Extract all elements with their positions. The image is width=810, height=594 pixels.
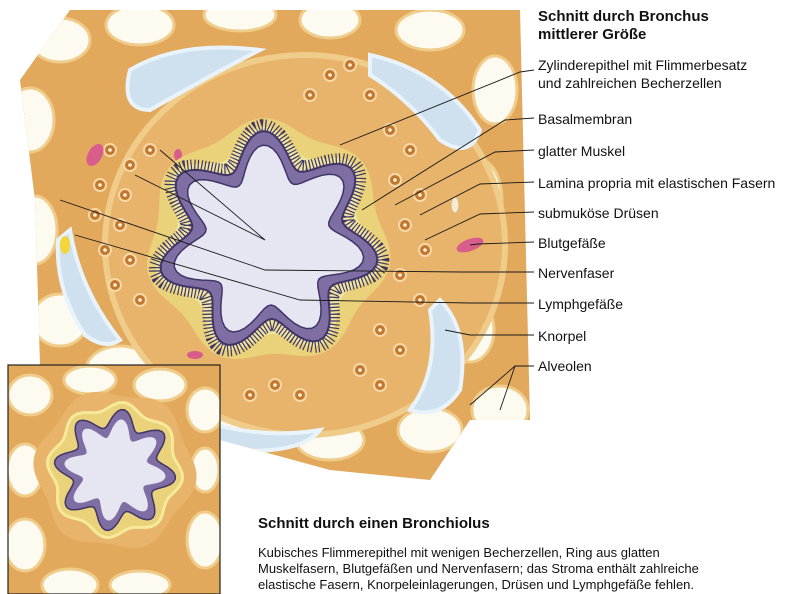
gland-lumen (113, 283, 117, 287)
gland-lumen (358, 368, 362, 372)
alveolus (106, 5, 174, 45)
bronchiolus-description: Kubisches Flimmerepithel mit wenigen Bec… (258, 545, 806, 593)
gland-lumen (423, 248, 427, 252)
gland-lumen (118, 223, 122, 227)
nerve-fiber (60, 236, 70, 254)
blood-vessel (187, 351, 203, 359)
alveolus (5, 519, 45, 571)
lymph-vessel (451, 197, 459, 213)
label-glands: submuköse Drüsen (538, 205, 659, 222)
alveolus (396, 10, 464, 50)
gland-lumen (248, 393, 252, 397)
bronchus-title-line2: mittlerer Größe (538, 26, 709, 44)
label-smooth-muscle: glatter Muskel (538, 143, 625, 160)
gland-lumen (418, 193, 422, 197)
gland-lumen (273, 383, 277, 387)
label-basement-membrane: Basalmembran (538, 111, 632, 128)
bronchiolus-description-line2: Muskelfasern, Blutgefäßen und Nervenfase… (258, 561, 806, 577)
alveolus (398, 408, 462, 452)
alveolus (134, 369, 186, 401)
bronchiolus-description-line1: Kubisches Flimmerepithel mit wenigen Bec… (258, 545, 806, 561)
gland-lumen (378, 328, 382, 332)
gland-lumen (298, 393, 302, 397)
gland-lumen (393, 178, 397, 182)
alveolus (64, 366, 116, 394)
gland-lumen (138, 298, 142, 302)
alveolus (300, 2, 360, 38)
label-lamina-propria: Lamina propria mit elastischen Fasern (538, 175, 775, 192)
gland-lumen (108, 148, 112, 152)
gland-lumen (408, 148, 412, 152)
label-nerve: Nervenfaser (538, 265, 614, 282)
label-alveoli: Alveolen (538, 358, 592, 375)
gland-lumen (378, 383, 382, 387)
gland-lumen (128, 258, 132, 262)
bronchiolus-description-line3: elastische Fasern, Knorpeleinlagerungen,… (258, 577, 806, 593)
bronchus-title-line1: Schnitt durch Bronchus (538, 8, 709, 26)
alveolus (42, 569, 98, 594)
gland-lumen (308, 93, 312, 97)
gland-lumen (368, 93, 372, 97)
gland-lumen (418, 298, 422, 302)
gland-lumen (93, 213, 97, 217)
alveolus (204, 0, 276, 31)
gland-lumen (348, 63, 352, 67)
alveolus (473, 56, 517, 124)
bronchus-title: Schnitt durch Bronchus mittlerer Größe (538, 8, 709, 44)
gland-lumen (148, 148, 152, 152)
gland-lumen (398, 273, 402, 277)
gland-lumen (128, 163, 132, 167)
gland-lumen (328, 73, 332, 77)
label-cartilage: Knorpel (538, 328, 586, 345)
gland-lumen (388, 128, 392, 132)
alveolus (8, 375, 52, 415)
label-epithelium-line2: und zahlreichen Becherzellen (538, 75, 722, 92)
label-blood-vessels: Blutgefäße (538, 235, 606, 252)
alveolus (30, 18, 90, 62)
gland-lumen (123, 193, 127, 197)
gland-lumen (398, 348, 402, 352)
label-lymph-vessels: Lymphgefäße (538, 296, 623, 313)
alveolus (187, 388, 223, 432)
gland-lumen (103, 248, 107, 252)
gland-lumen (403, 223, 407, 227)
label-epithelium-line1: Zylinderepithel mit Flimmerbesatz (538, 57, 747, 74)
bronchiolus-section (5, 365, 223, 594)
alveolus (6, 88, 54, 152)
alveolus (110, 571, 170, 594)
alveolus (187, 512, 223, 568)
gland-lumen (98, 183, 102, 187)
bronchiolus-title: Schnitt durch einen Bronchiolus (258, 515, 490, 533)
alveolus (13, 196, 57, 264)
